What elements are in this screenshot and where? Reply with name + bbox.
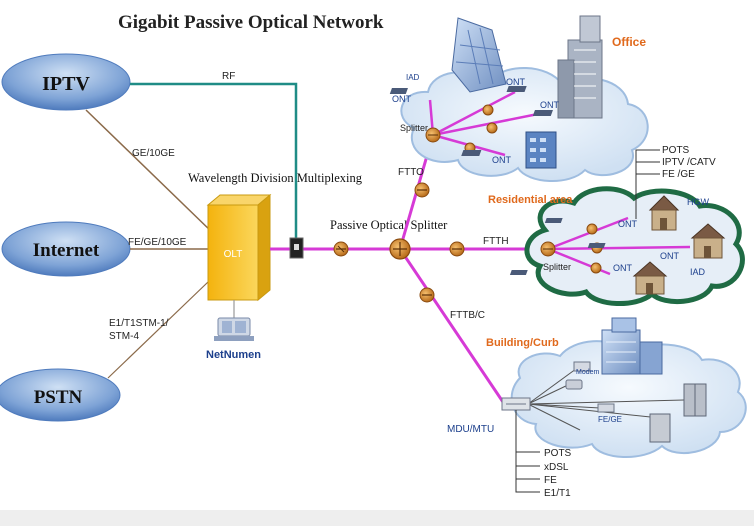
building-fe-label: FE (544, 475, 557, 486)
fttb-label: FTTB/C (450, 310, 485, 321)
office-ont-device-icon (532, 110, 553, 116)
house-icon (632, 261, 668, 295)
ge-10ge-label: GE/10GE (132, 148, 175, 159)
mdu-link (527, 403, 661, 419)
office-splitter-icon (425, 127, 441, 143)
residential-ont-right-label: ONT (660, 251, 680, 261)
residential-fe-ge-label: FE /GE (662, 169, 695, 180)
house-icon (648, 195, 680, 231)
office-tower-icon (451, 17, 507, 93)
building-service-bracket (515, 410, 540, 493)
passive-splitter-label: Passive Optical Splitter (330, 218, 448, 232)
residential-iptv-catv-label: IPTV /CATV (662, 157, 716, 168)
wdm-box (289, 237, 304, 259)
fiber-to-building (398, 248, 507, 406)
building-pots-label: POTS (544, 448, 572, 459)
office-ont-device-icon (506, 86, 527, 92)
cabinet-icon (683, 383, 707, 417)
iptv-node: IPTV (1, 53, 131, 111)
residential-hgw-label: HGW (687, 197, 710, 207)
cabinet-icon (649, 413, 671, 443)
office-ont-top-label: ONT (506, 77, 526, 87)
office-ont-right-label: ONT (540, 100, 560, 110)
pstn-label: PSTN (34, 387, 83, 408)
fiber-connector-icon (482, 104, 494, 116)
office-ont-bottom-label: ONT (492, 155, 512, 165)
modem-label: Modem (576, 369, 600, 376)
e1-t1-link (107, 281, 209, 379)
ftto-label: FTTO (398, 167, 424, 178)
mdu-link (527, 403, 601, 409)
office-title: Office (612, 35, 646, 49)
olt-label: OLT (224, 249, 243, 260)
office-ont-device-icon (389, 88, 408, 94)
building-cloud (510, 340, 747, 458)
residential-iad-label: IAD (690, 267, 706, 277)
residential-fiber (547, 245, 691, 251)
residential-ont-bottom-label: ONT (613, 263, 633, 273)
mdu-label: MDU/MTU (447, 424, 494, 435)
netnumen-terminal-icon (214, 317, 254, 341)
e1-t1-label-line2: STM-4 (109, 331, 139, 342)
residential-splitter-label: Splitter (543, 262, 571, 272)
internet-label: Internet (33, 240, 100, 261)
residential-ont-top-label: ONT (618, 219, 638, 229)
building-fe-ge-label: FE/GE (598, 415, 622, 424)
e1-t1-label-line1: E1/T1STM-1/ (109, 318, 169, 329)
rf-label: RF (222, 71, 235, 82)
residential-pots-label: POTS (662, 145, 690, 156)
residential-ont-device-icon (544, 218, 563, 223)
rf-link (130, 82, 298, 238)
ftth-label: FTTH (483, 236, 509, 247)
office-skyscraper-icon (557, 15, 603, 119)
central-splitter-icon (389, 238, 411, 260)
mdu-link (527, 383, 571, 405)
residential-title: Residential area (488, 194, 573, 206)
office-iad-label: IAD (406, 73, 420, 82)
residential-ont-device-icon (509, 270, 528, 275)
modem-device-icon (573, 361, 591, 372)
fe-ge-10ge-label: FE/GE/10GE (128, 237, 187, 248)
fiber-connector-icon (333, 241, 349, 257)
residential-splitter-icon (540, 241, 556, 257)
ge-10ge-link (85, 109, 216, 236)
mdu-device-icon (501, 397, 531, 411)
fiber-connector-icon (590, 262, 602, 274)
residential-cloud (524, 186, 745, 307)
office-building-icon (601, 317, 663, 375)
phone-device-icon (565, 379, 583, 390)
fiber-connector-icon (586, 223, 598, 235)
pstn-node: PSTN (0, 368, 121, 422)
fiber-connector-icon (414, 182, 430, 198)
fiber-connector-icon (419, 287, 435, 303)
residential-fiber (547, 216, 629, 251)
fiber-connector-icon (486, 122, 498, 134)
office-fiber (432, 90, 516, 137)
fiber-connector-icon (449, 241, 465, 257)
internet-node: Internet (1, 221, 131, 277)
netnumen-label: NetNumen (206, 349, 261, 361)
house-icon (690, 223, 726, 259)
mdu-link (527, 403, 581, 431)
iptv-label: IPTV (42, 73, 90, 95)
office-ont-device-icon (461, 150, 482, 156)
diagram-title: Gigabit Passive Optical Network (118, 12, 384, 33)
office-block-icon (525, 131, 557, 169)
mdu-link (527, 365, 581, 405)
olt-device: OLT (206, 193, 272, 302)
residential-ont-device-icon (587, 243, 606, 248)
bottom-strip (0, 510, 754, 526)
residential-service-bracket (635, 149, 660, 219)
building-title: Building/Curb (486, 337, 559, 349)
office-splitter-label: Splitter (400, 123, 428, 133)
wdm-label: Wavelength Division Multiplexing (188, 171, 363, 185)
building-xdsl-label: xDSL (544, 462, 569, 473)
building-e1t1-label: E1/T1 (544, 488, 571, 499)
switch-device-icon (597, 403, 615, 413)
mdu-link (527, 399, 685, 405)
office-ont-left-label: ONT (392, 94, 412, 104)
